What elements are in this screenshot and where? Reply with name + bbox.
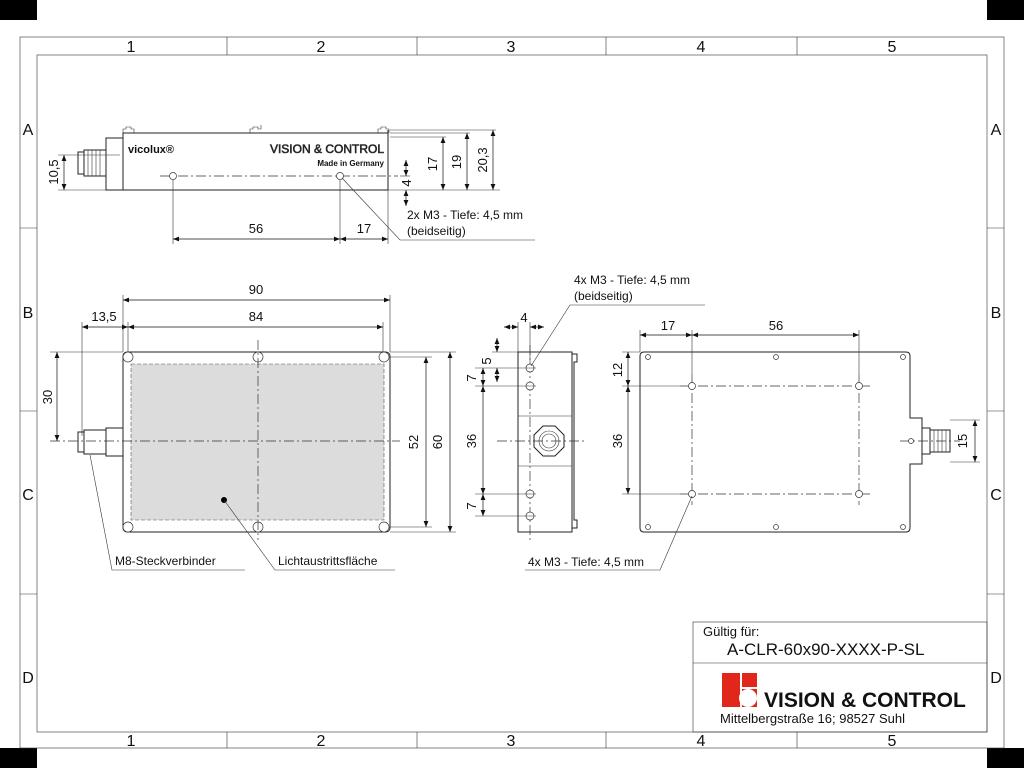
zone-row: A	[23, 122, 34, 139]
dim-spacing: 36	[464, 434, 479, 448]
dim-height-17: 17	[425, 157, 440, 171]
zone-row: C	[990, 487, 1002, 504]
zone-column: 3	[507, 39, 516, 56]
dim-connector: 15	[955, 434, 970, 448]
end-view: 4 5 7 36 7 4x M3 - Tiefe: 4,5 mm (beidse…	[464, 273, 705, 540]
corner-mark	[987, 748, 1024, 768]
zone-row: D	[990, 670, 1002, 687]
side-view: vicolux® VISION & CONTROL Made in German…	[46, 125, 535, 244]
dim-hole-spacing: 84	[249, 309, 263, 324]
dim-height-20-3: 20,3	[475, 147, 490, 172]
made-in-label: Made in Germany	[317, 159, 384, 168]
dim-spacing: 56	[769, 318, 783, 333]
side-thread-note-2: (beidseitig)	[407, 224, 466, 238]
m8-connector	[77, 427, 124, 457]
back-thread-note: 4x M3 - Tiefe: 4,5 mm	[528, 555, 644, 569]
dim-top: 12	[610, 363, 625, 377]
company-address: Mittelbergstraße 16; 98527 Suhl	[720, 711, 905, 726]
end-thread-note-2: (beidseitig)	[574, 289, 633, 303]
zone-column: 1	[127, 39, 136, 56]
title-block: Gültig für: A-CLR-60x90-XXXX-P-SL VISION…	[692, 621, 988, 733]
dim-gap-top: 7	[464, 374, 479, 381]
zone-column: 4	[697, 733, 706, 750]
model-number: A-CLR-60x90-XXXX-P-SL	[727, 640, 924, 659]
back-view: 17 56 12 36 15 4x M3 - Tiefe: 4,5 mm	[525, 318, 980, 571]
light-emitting-area	[130, 363, 385, 521]
dim-gap-bottom: 7	[464, 502, 479, 509]
dim-hole-spacing: 56	[249, 221, 263, 236]
corner-mark	[0, 748, 37, 768]
zone-column: 2	[317, 733, 326, 750]
zone-column: 1	[127, 733, 136, 750]
connector-socket-icon	[533, 425, 565, 457]
mounting-hole	[169, 172, 177, 180]
company-logo-icon	[722, 673, 757, 707]
brand-label: vicolux®	[128, 144, 174, 156]
light-area-label: Lichtaustrittsfläche	[278, 554, 378, 568]
company-name: VISION & CONTROL	[764, 689, 966, 712]
dim-height-19: 19	[449, 155, 464, 169]
mounting-hole	[336, 172, 344, 180]
end-thread-note: 4x M3 - Tiefe: 4,5 mm	[574, 273, 690, 287]
dim-offset: 4	[520, 310, 527, 325]
dim-connector-height: 30	[40, 390, 55, 404]
dim-width-total: 90	[249, 282, 263, 297]
corner-mark	[987, 0, 1024, 20]
product-logo-text: VISION & CONTROL	[270, 142, 384, 156]
dim-hole-height: 52	[406, 435, 421, 449]
front-view: 90 84 13,5 30 52 60 M8-Steckverbinder Li…	[40, 282, 456, 571]
connector-label: M8-Steckverbinder	[115, 554, 216, 568]
zone-row: B	[991, 305, 1002, 322]
zone-row: A	[991, 122, 1002, 139]
dim-vertical: 36	[610, 434, 625, 448]
dim-hole-offset: 17	[357, 221, 371, 236]
dim-top: 5	[479, 357, 494, 364]
zone-column: 2	[317, 39, 326, 56]
zone-column: 5	[888, 733, 897, 750]
zone-row: C	[22, 487, 34, 504]
zone-column: 4	[697, 39, 706, 56]
zone-row: D	[22, 670, 34, 687]
dim-offset: 17	[661, 318, 675, 333]
dim-hole-height: 4	[399, 179, 414, 186]
zone-row: B	[23, 305, 34, 322]
corner-mark	[0, 0, 37, 20]
dim-height-total: 60	[430, 435, 445, 449]
valid-for-label: Gültig für:	[703, 624, 759, 639]
dim-connector-height: 10,5	[46, 159, 61, 184]
zone-column: 5	[888, 39, 897, 56]
zone-column: 3	[507, 733, 516, 750]
side-thread-note: 2x M3 - Tiefe: 4,5 mm	[407, 208, 523, 222]
dim-connector-offset: 13,5	[91, 309, 116, 324]
